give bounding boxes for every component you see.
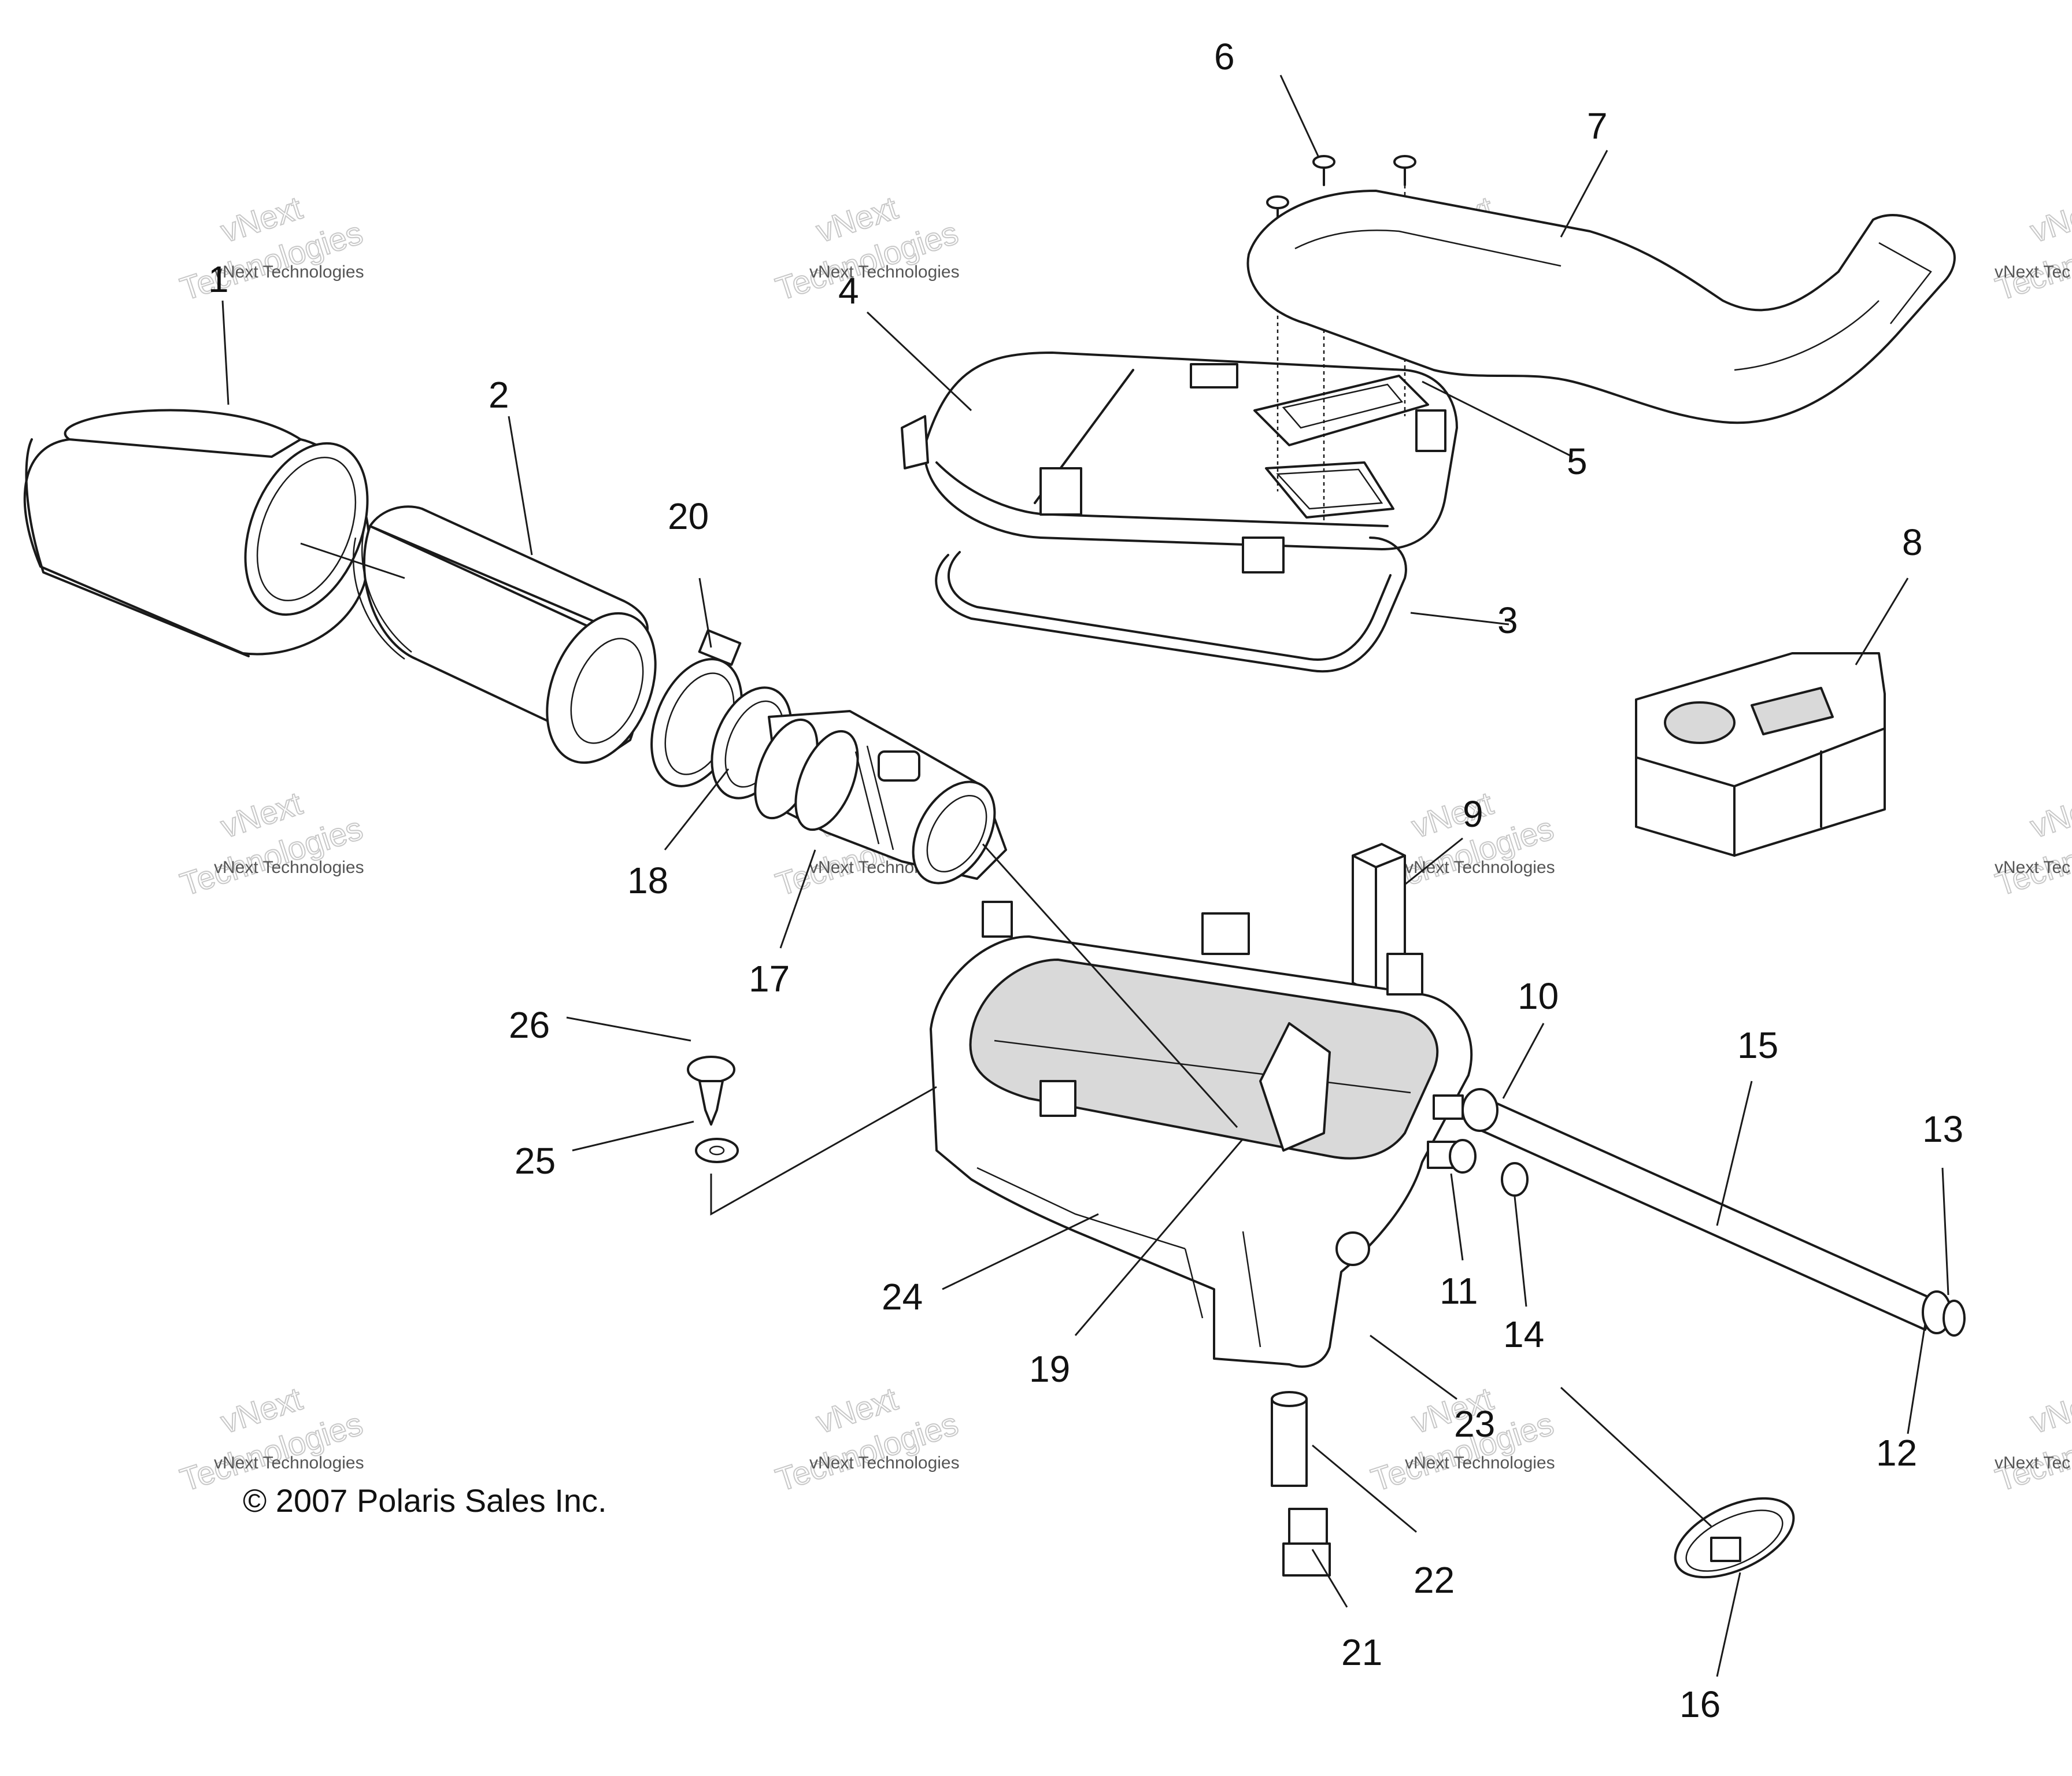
watermark-small: vNext Technologies: [214, 1453, 364, 1472]
screw-icon: [1393, 155, 1416, 186]
callout-21: 21: [1341, 1631, 1382, 1673]
part-3-cover-gasket: [935, 536, 1407, 673]
part-21-drain-valve: [1282, 1508, 1331, 1577]
watermark-small: vNext Technologies: [214, 262, 364, 282]
callout-7: 7: [1587, 105, 1608, 147]
part-8-foam-block: [1635, 652, 1886, 857]
part-15-drain-hose: [1473, 1097, 1966, 1337]
callout-5: 5: [1567, 441, 1588, 482]
copyright-notice: © 2007 Polaris Sales Inc.: [243, 1482, 607, 1519]
callout-4: 4: [838, 270, 859, 312]
callout-12: 12: [1876, 1432, 1917, 1474]
part-26-screw: [687, 1056, 735, 1126]
callout-11: 11: [1440, 1270, 1478, 1312]
callout-6: 6: [1214, 36, 1235, 77]
part-14-cap: [1501, 1162, 1529, 1197]
part-22-drain-tube: [1271, 1391, 1308, 1487]
watermark-big-top: vNe: [2026, 197, 2072, 250]
part-10-fitting: [1433, 1088, 1498, 1132]
watermark-small: vNext Tec: [1995, 1453, 2070, 1472]
watermark-small: vNext Tec: [1995, 858, 2070, 877]
callout-18: 18: [627, 860, 668, 901]
callout-26: 26: [509, 1004, 550, 1046]
callout-8: 8: [1902, 521, 1923, 563]
part-25-washer: [695, 1138, 739, 1163]
callout-10: 10: [1518, 975, 1559, 1017]
part-23-airbox-body: [930, 901, 1473, 1368]
callout-14: 14: [1503, 1314, 1544, 1355]
leader-lines: [221, 75, 1949, 1677]
part-11-fitting: [1427, 1139, 1477, 1174]
callout-24: 24: [882, 1276, 923, 1318]
callout-22: 22: [1414, 1559, 1455, 1601]
part-1-prefilter-sleeve: [23, 409, 371, 657]
watermark-small: vNext Technologies: [809, 1453, 960, 1472]
callout-13: 13: [1922, 1108, 1963, 1150]
callout-1: 1: [208, 258, 229, 300]
callout-25: 25: [515, 1140, 556, 1182]
callout-9: 9: [1463, 793, 1483, 835]
callout-19: 19: [1029, 1348, 1070, 1390]
callout-15: 15: [1737, 1024, 1778, 1066]
part-7-intake-duct: [1246, 190, 1956, 424]
watermark-small: vNext Tec: [1995, 262, 2070, 282]
watermark-small: vNext Technologies: [214, 858, 364, 877]
watermark-big-top: vNe: [2026, 793, 2072, 845]
screw-icon: [1312, 155, 1335, 186]
part-2-filter-element: [353, 505, 657, 764]
watermark-small: vNext Technologies: [809, 262, 960, 282]
callout-3: 3: [1497, 600, 1518, 641]
callout-labels: 1 2 3 4 5 6 7 8 9 10 11 12 13 14 15 16 1…: [208, 36, 1963, 1725]
callout-2: 2: [489, 374, 509, 416]
part-17-intake-throttle: [754, 710, 1007, 885]
watermark-small: vNext Technologies: [1405, 1453, 1555, 1472]
callout-20: 20: [668, 495, 709, 537]
part-16-hose-clamp: [1674, 1497, 1795, 1579]
callout-16: 16: [1679, 1684, 1720, 1725]
callout-17: 17: [749, 958, 790, 1000]
watermark-small: vNext Technologies: [1405, 858, 1555, 877]
watermark-big-top: vNe: [2026, 1388, 2072, 1441]
callout-23: 23: [1454, 1403, 1495, 1445]
